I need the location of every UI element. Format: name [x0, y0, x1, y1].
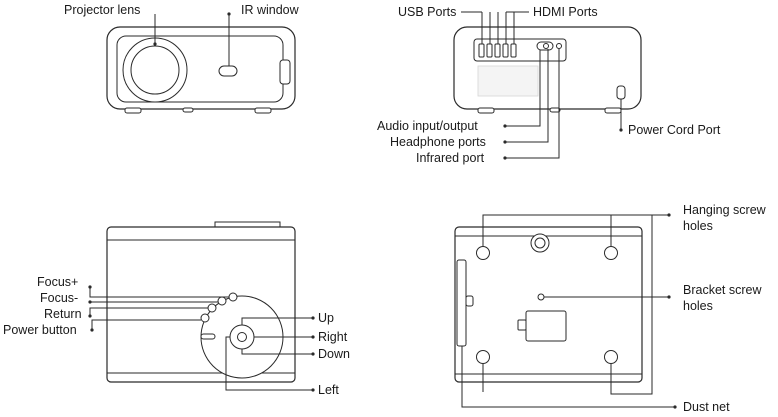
side-view-top-lip	[214, 221, 281, 227]
confirm-button-center	[237, 332, 247, 342]
leader-up	[241, 317, 313, 325]
hanging-screw-hole	[476, 246, 490, 260]
label-ir-window: IR window	[241, 3, 300, 17]
leader-hanging-screw-holes	[482, 214, 669, 246]
rear-foot-right	[604, 107, 622, 114]
leader-dot	[311, 352, 315, 356]
label-up: Up	[318, 311, 334, 325]
bottom-cover-plate	[525, 310, 567, 342]
focus-minus-button	[217, 296, 227, 306]
leader-dust-net	[461, 346, 675, 408]
rear-foot-center	[549, 107, 561, 113]
label-hanging-screw-holes-line2: holes	[683, 219, 713, 233]
front-foot-right	[254, 107, 272, 114]
label-right: Right	[318, 330, 348, 344]
label-return: Return	[44, 307, 82, 321]
leader-dot	[311, 316, 315, 320]
label-hdmi-ports: HDMI Ports	[533, 5, 598, 19]
front-side-tab	[279, 59, 291, 85]
leader-dot	[503, 140, 507, 144]
hdmi-port	[502, 43, 509, 58]
leader-focus-plus	[89, 287, 229, 298]
headphone-port	[543, 43, 549, 49]
bracket-screw-hole	[537, 293, 545, 301]
label-bracket-screw-holes-line2: holes	[683, 299, 713, 313]
leader-hanging-screw-holes-lower	[482, 215, 653, 395]
speaker-grille	[477, 65, 539, 97]
usb-port	[486, 43, 493, 58]
rear-view: USB Ports HDMI Ports Audio input/output …	[377, 5, 721, 165]
leader-power-button	[91, 319, 201, 330]
leader-dot	[503, 124, 507, 128]
leader-dot	[227, 12, 231, 16]
label-infrared-port: Infrared port	[416, 151, 485, 165]
leader-dot	[311, 388, 315, 392]
label-focus-minus: Focus-	[40, 291, 78, 305]
label-projector-lens: Projector lens	[64, 3, 140, 17]
label-dust-net: Dust net	[683, 400, 730, 414]
label-power-button: Power button	[3, 323, 77, 337]
label-audio-io: Audio input/output	[377, 119, 478, 133]
leader-usb-ports	[461, 11, 499, 44]
leader-audio-io	[505, 50, 541, 127]
front-view: Projector lens IR window	[64, 3, 300, 114]
hanging-screw-hole	[604, 246, 618, 260]
bottom-view-body	[454, 226, 643, 383]
leader-return	[89, 307, 208, 316]
hanging-screw-hole	[604, 350, 618, 364]
power-cord-port	[616, 85, 626, 100]
dust-net	[456, 259, 467, 347]
leader-dot	[673, 405, 677, 409]
usb-ports	[478, 43, 501, 58]
leader-left	[225, 336, 313, 391]
power-button	[200, 313, 210, 323]
leader-infrared-port	[505, 49, 560, 159]
usb-port	[478, 43, 485, 58]
leader-dot	[667, 213, 671, 217]
leader-hdmi-ports	[505, 11, 529, 44]
return-button	[207, 303, 217, 313]
bottom-view: Hanging screw holes Bracket screw holes …	[454, 203, 767, 414]
leader-down	[241, 349, 313, 355]
projector-lens-glass	[130, 45, 180, 95]
label-power-cord-port: Power Cord Port	[628, 123, 721, 137]
label-headphone-ports: Headphone ports	[390, 135, 486, 149]
leader-dot	[90, 328, 94, 332]
ir-window	[218, 65, 238, 77]
leader-dot	[503, 156, 507, 160]
label-usb-ports: USB Ports	[398, 5, 456, 19]
leader-headphone-ports	[505, 49, 549, 143]
front-foot-left	[124, 107, 142, 114]
label-focus-plus: Focus+	[37, 275, 78, 289]
hanging-screw-hole	[476, 350, 490, 364]
front-foot-center	[182, 107, 194, 113]
focus-plus-button	[228, 292, 238, 302]
hdmi-ports	[502, 43, 517, 58]
label-hanging-screw-holes-line1: Hanging screw	[683, 203, 767, 217]
power-indicator	[200, 333, 216, 340]
usb-port	[494, 43, 501, 58]
hdmi-port	[510, 43, 517, 58]
adjustment-foot-inner	[534, 237, 546, 249]
label-bracket-screw-holes-line1: Bracket screw	[683, 283, 762, 297]
leader-dot	[667, 295, 671, 299]
dust-net-latch	[465, 295, 474, 307]
side-view: Focus+ Focus- Return Power button Up Rig…	[3, 221, 350, 397]
bottom-cover-tab	[517, 319, 527, 331]
label-left: Left	[318, 383, 339, 397]
infrared-port	[556, 43, 562, 49]
leader-dot	[88, 285, 92, 289]
leader-dot	[619, 128, 623, 132]
leader-dot	[88, 300, 92, 304]
leader-dot	[88, 314, 92, 318]
leader-dot	[311, 335, 315, 339]
rear-foot-left	[477, 107, 495, 114]
leader-dot	[153, 42, 157, 46]
label-down: Down	[318, 347, 350, 361]
